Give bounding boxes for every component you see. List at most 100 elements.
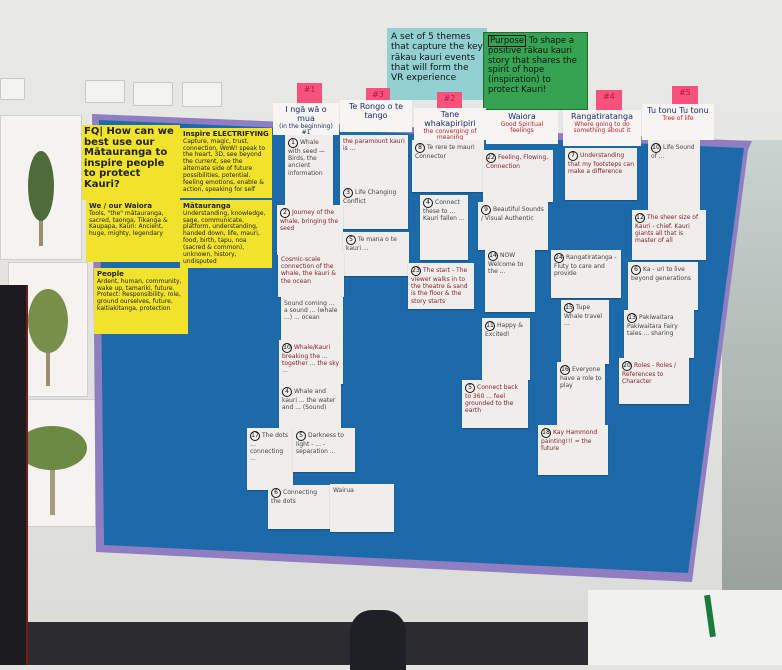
note-body: Ardent, human, community, wake up, tamar…: [97, 277, 182, 313]
note-number: 10: [651, 143, 661, 153]
note-text: Pakiwaitara Pakiwaitara Fairy tales ... …: [627, 314, 678, 338]
note-number: 17: [250, 431, 260, 441]
power-outlet: [133, 82, 173, 106]
kauri-tree-illustration: [28, 289, 68, 386]
purpose-label: Purpose: [488, 35, 527, 47]
note-number: 9: [481, 205, 491, 215]
note-text: The sheer size of Kauri - chief. Kauri g…: [635, 214, 699, 245]
note-text: Life Sound of ...: [651, 144, 695, 160]
note-text: Darkness to light - ... - separation ...: [296, 432, 344, 456]
note-text: Wairua: [333, 487, 354, 494]
note-title: Inspire ELECTRIFYING: [183, 130, 269, 138]
note-number: 12: [635, 213, 645, 223]
wall-plate: [0, 78, 25, 100]
note-text: Kay Hammond painting!!! = the future: [541, 429, 598, 453]
note-text: Understanding that my footsteps can make…: [568, 152, 634, 176]
header-title: I ngā wā o mua: [285, 105, 327, 123]
focus-question-note: FQ| How can we best use our Mātauranga t…: [82, 125, 180, 200]
note-number: 18: [541, 428, 551, 438]
note-text: The start - The viewer walks in to the t…: [411, 267, 468, 305]
note-title: People: [97, 270, 124, 278]
note-body: Tools, "the" mātauranga, sacred, taonga,…: [89, 209, 168, 238]
note-number: 14: [488, 251, 498, 261]
note-number: 4: [282, 387, 292, 397]
note-text: Journey of the whale, bringing the seed: [280, 209, 339, 233]
note-number: 23: [411, 266, 421, 276]
note-number: 13: [627, 313, 637, 323]
header-sub: Good Spiritual feelings: [500, 120, 544, 135]
header-sub: the converging of meaning: [423, 127, 477, 140]
note-text: Everyone have a role to play: [560, 366, 602, 390]
table: [588, 590, 782, 665]
note-number: 3: [343, 188, 353, 198]
header-title: Tane whakapiripiri: [424, 110, 476, 128]
note-number: 16: [560, 365, 570, 375]
note-text: Te mana o te kauri ...: [346, 236, 397, 252]
note-text: Connecting the dots: [271, 489, 318, 505]
kauri-tree-illustration: [17, 426, 87, 515]
header-title: Tu tonu Tu tonu: [647, 106, 709, 115]
sticky-note: Cosmic-scale connection of the whale, th…: [278, 253, 344, 297]
header-title: Waiora: [508, 112, 536, 121]
note-text: Whale with seed — Birds, the ancient inf…: [288, 139, 325, 177]
note-text: Whale/Kauri breaking the ... together ..…: [282, 344, 340, 375]
black-object: [0, 285, 28, 665]
note-number: 24: [554, 253, 564, 263]
note-text: Whale and kauri ... the water and ... (S…: [282, 388, 336, 412]
note-title: We / our Waiora: [89, 202, 152, 210]
note-number: 6: [631, 265, 641, 275]
note-text: Connect back to 360 ... feel grounded to…: [465, 384, 518, 415]
note-text: Happy & Excited!: [485, 322, 523, 338]
tree-poster: [0, 115, 82, 260]
note-number: 22: [486, 153, 496, 163]
note-text: Feeling, Flowing, Connection: [486, 154, 549, 170]
chair: [350, 610, 406, 670]
note-title: Mātauranga: [183, 202, 231, 210]
note-text: Te rere te mauri Connector: [415, 144, 475, 160]
note-title: FQ| How can we best use our Mātauranga t…: [84, 126, 174, 190]
note-text: Life Changing Conflict: [343, 189, 397, 205]
note-number: 7: [568, 151, 578, 161]
header-sub: (in the beginning) #1: [279, 122, 333, 135]
note-number: 1: [288, 138, 298, 148]
header-sub: Tree of life: [662, 114, 694, 122]
note-text: Sound coming ... a sound ... (whale ...)…: [284, 300, 338, 322]
note-number: 15: [564, 303, 574, 313]
power-outlet: [182, 82, 222, 107]
note-number: 2: [280, 208, 290, 218]
note-number: 5: [346, 235, 356, 245]
kauri-tree-illustration: [28, 151, 54, 246]
wall-plate: [85, 80, 125, 103]
note-number: 6: [271, 488, 281, 498]
note-number: 5: [296, 431, 306, 441]
sticky-note: Sound coming ... a sound ... (whale ...)…: [281, 297, 343, 341]
note-text: Ka - uri to live beyond generations: [631, 266, 691, 282]
note-number: 20: [622, 361, 632, 371]
themes-card: A set of 5 themes that capture the key r…: [387, 28, 487, 100]
